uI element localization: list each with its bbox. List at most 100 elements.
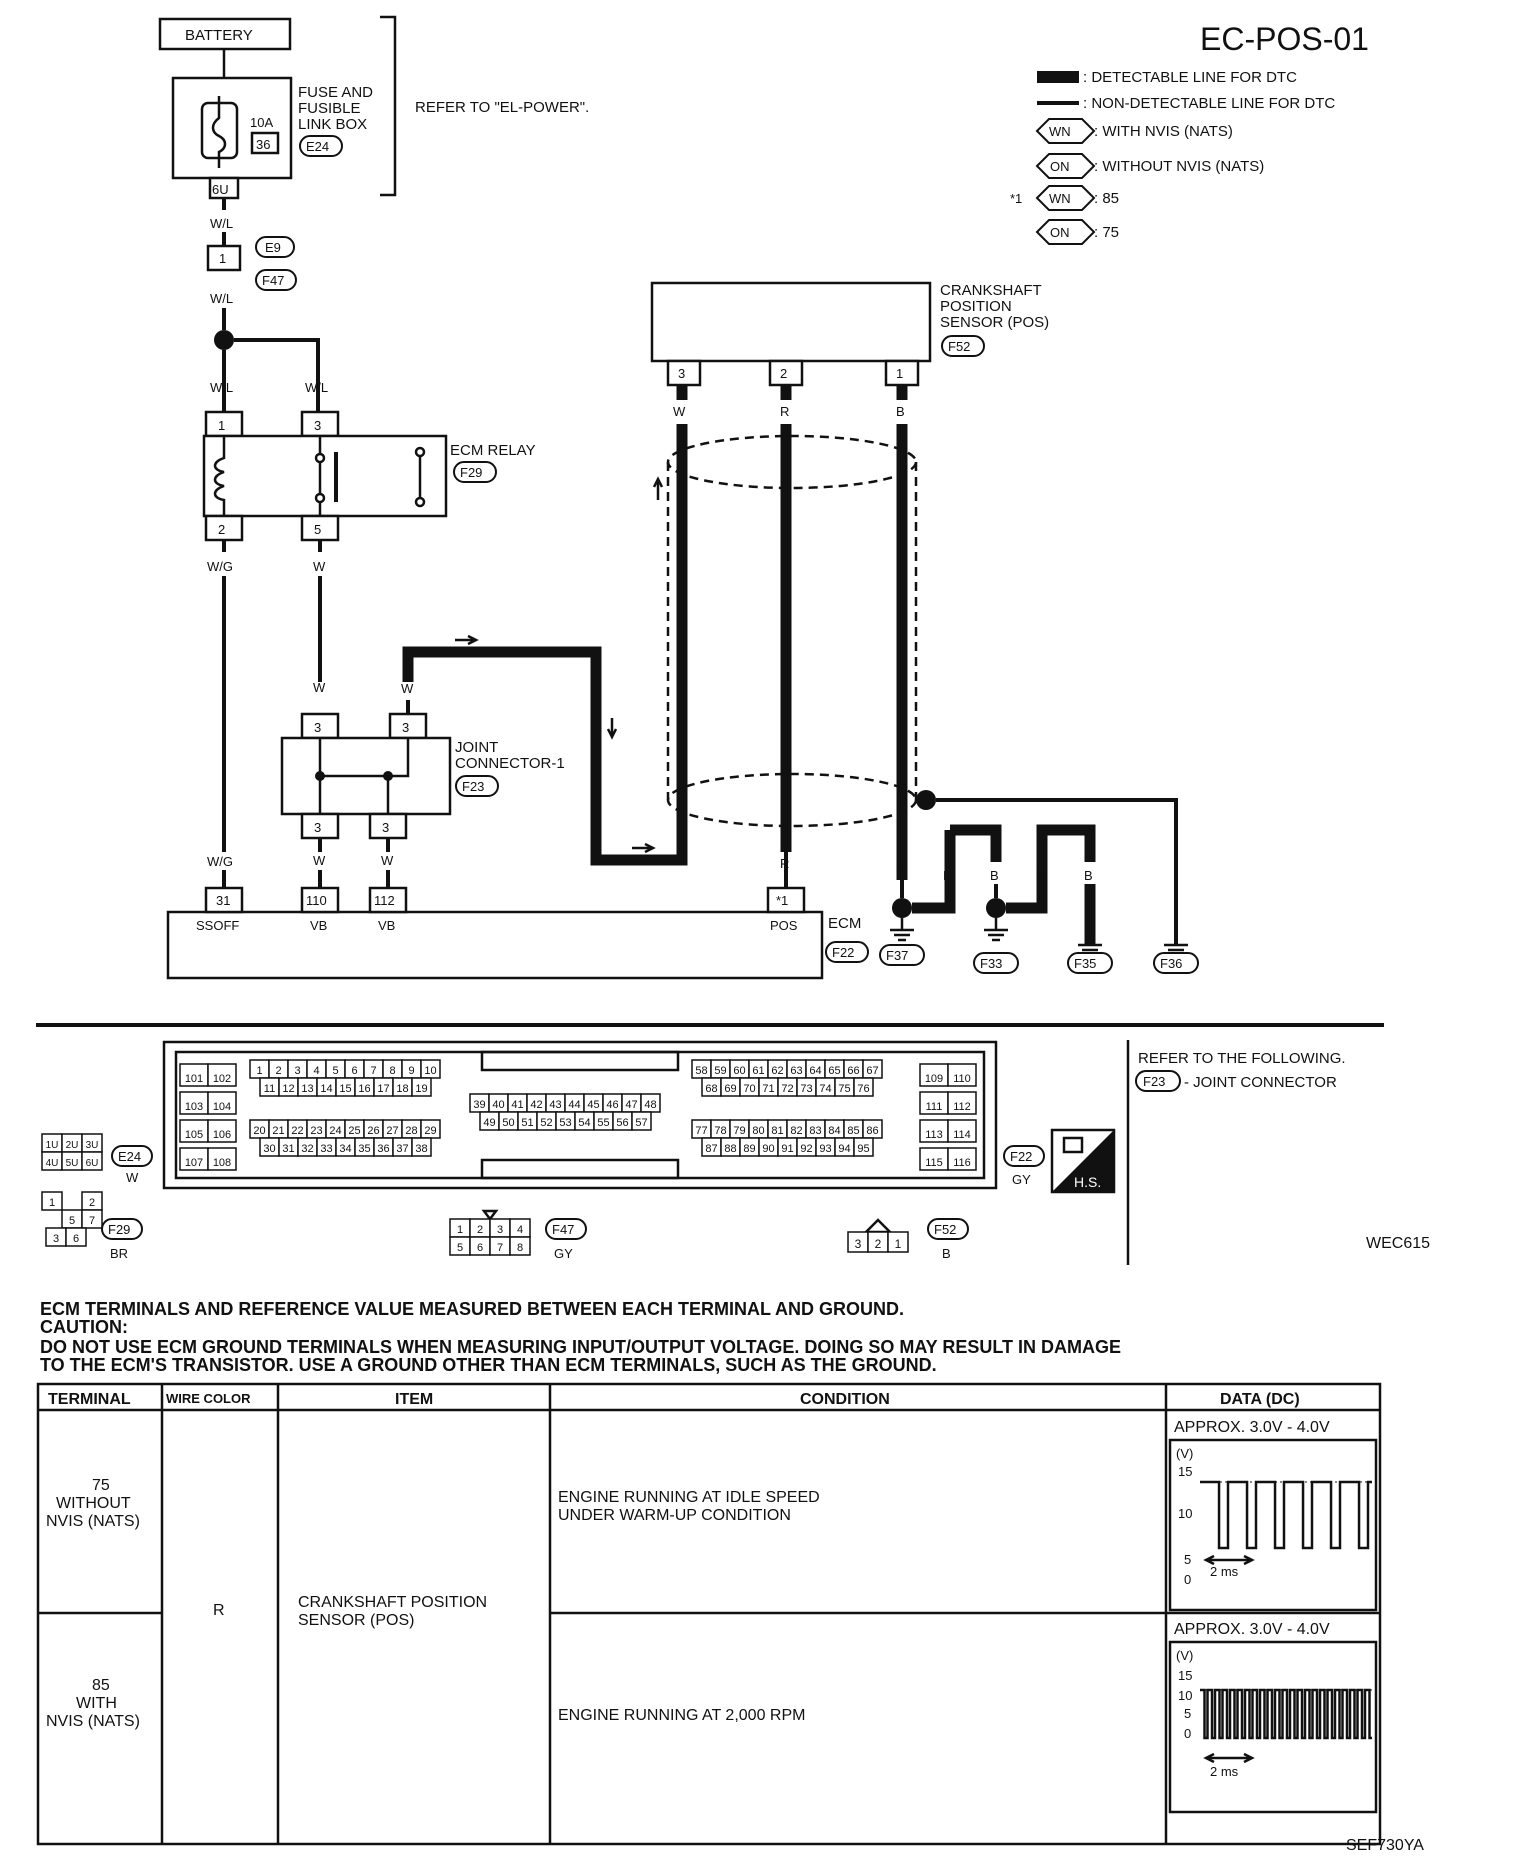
f47-pin: 8 [509, 1236, 531, 1256]
svg-text:1U: 1U [46, 1140, 59, 1151]
wire-label-b-4: B [990, 868, 999, 883]
svg-text:80: 80 [752, 1125, 764, 1137]
joint-connector-1: 3 3 3 3 [280, 712, 452, 840]
ecm-pin: 53 [555, 1111, 576, 1131]
ground-symbol-f33: F33 [973, 918, 1019, 974]
f29-pin: 7 [81, 1209, 103, 1229]
shield [666, 434, 918, 828]
svg-text:F22: F22 [832, 945, 854, 960]
ecm-pin: 29 [420, 1119, 441, 1139]
ecm-relay-connector: F29 [453, 461, 497, 483]
f47-pin: 5 [449, 1236, 471, 1256]
svg-text:2: 2 [218, 522, 225, 537]
svg-text:10: 10 [1178, 1688, 1192, 1703]
svg-text:VB: VB [310, 918, 327, 933]
svg-text:108: 108 [213, 1157, 231, 1169]
svg-text:13: 13 [301, 1083, 313, 1095]
svg-text:F37: F37 [886, 948, 908, 963]
svg-text:36: 36 [377, 1143, 389, 1155]
svg-text:2U: 2U [66, 1140, 79, 1151]
svg-text:15: 15 [1178, 1668, 1192, 1683]
svg-text:103: 103 [185, 1101, 203, 1113]
svg-text:46: 46 [606, 1099, 618, 1111]
row1-data: APPROX. 3.0V - 4.0V [1174, 1419, 1330, 1436]
ecm-pin: 6 [344, 1059, 365, 1079]
ecm-pin: 45 [583, 1093, 604, 1113]
ecm-pin: 112 [947, 1091, 977, 1115]
svg-text:7: 7 [89, 1215, 95, 1227]
ecm-pin: 10 [420, 1059, 441, 1079]
svg-text:19: 19 [415, 1083, 427, 1095]
svg-text:115: 115 [925, 1157, 943, 1169]
ecm-pin: 2 [268, 1059, 289, 1079]
svg-text:5: 5 [457, 1242, 463, 1254]
ecm-pin: 35 [354, 1137, 375, 1157]
wire-label-b-1: B [896, 404, 905, 419]
wire-label-wl-3: W/L [210, 380, 233, 395]
e24-pin: 3U [81, 1133, 103, 1153]
svg-text:110: 110 [953, 1073, 971, 1085]
ecm-pin: 68 [701, 1077, 722, 1097]
row2-terminal-3: NVIS (NATS) [46, 1713, 140, 1730]
f29-pin: 6 [65, 1227, 87, 1247]
row1-condition-1: ENGINE RUNNING AT IDLE SPEED [558, 1489, 820, 1506]
svg-text:1: 1 [219, 251, 226, 266]
ecm-pin: 104 [207, 1091, 237, 1115]
svg-text:3U: 3U [86, 1140, 99, 1151]
ecm-pin: 113 [919, 1119, 949, 1143]
ecm-pin: 3 [287, 1059, 308, 1079]
ecm-pin: 72 [777, 1077, 798, 1097]
fuse-box: 10A 36 6U [171, 76, 293, 200]
svg-text:38: 38 [415, 1143, 427, 1155]
ecm-pin: 8 [382, 1059, 403, 1079]
svg-text:22: 22 [291, 1125, 303, 1137]
waveform-idle: (V) 15 10 5 0 2 ms [1168, 1438, 1378, 1612]
ecm-pin: 16 [354, 1077, 375, 1097]
bottom-id: SEF730YA [1346, 1837, 1424, 1854]
legend-thick-line [1037, 71, 1079, 83]
wire-label-b-6: B [1084, 868, 1093, 883]
svg-text:116: 116 [953, 1157, 971, 1169]
ecm-pin: 75 [834, 1077, 855, 1097]
svg-text:73: 73 [800, 1083, 812, 1095]
ecm-pin: 105 [179, 1119, 209, 1143]
svg-text:2: 2 [275, 1065, 281, 1077]
ecm-pin: 7 [363, 1059, 384, 1079]
refer-connector-f23: F23 [1135, 1070, 1181, 1092]
svg-text:43: 43 [549, 1099, 561, 1111]
svg-text:77: 77 [695, 1125, 707, 1137]
svg-text:3: 3 [53, 1233, 59, 1245]
header-terminal: TERMINAL [48, 1391, 131, 1408]
svg-text:7: 7 [370, 1065, 376, 1077]
wire-label-r-2: R [780, 856, 789, 871]
svg-text:54: 54 [578, 1117, 590, 1129]
svg-text:47: 47 [625, 1099, 637, 1111]
ecm-pin: 60 [729, 1059, 750, 1079]
wire-label-w-6: W [673, 404, 686, 419]
ecm-pin: 90 [758, 1137, 779, 1157]
svg-text:3: 3 [314, 720, 321, 735]
svg-text:67: 67 [866, 1065, 878, 1077]
svg-text:2 ms: 2 ms [1210, 1564, 1239, 1579]
svg-text:83: 83 [809, 1125, 821, 1137]
svg-text:0: 0 [1184, 1726, 1191, 1741]
row2-condition-1: ENGINE RUNNING AT 2,000 RPM [558, 1707, 805, 1724]
ecm-relay-label: ECM RELAY [450, 442, 536, 459]
ecm-pin: 73 [796, 1077, 817, 1097]
ecm-pin: 49 [479, 1111, 500, 1131]
ecm-pin: 82 [786, 1119, 807, 1139]
svg-text:F47: F47 [262, 273, 284, 288]
svg-text:15: 15 [1178, 1464, 1192, 1479]
wire-label-wl-2: W/L [210, 291, 233, 306]
svg-text:79: 79 [733, 1125, 745, 1137]
notes-line-2: TO THE ECM'S TRANSISTOR. USE A GROUND OT… [40, 1355, 937, 1375]
svg-text:1: 1 [457, 1224, 463, 1236]
svg-text:W: W [126, 1170, 139, 1185]
fuse-label-2: FUSIBLE [298, 100, 361, 117]
pos-signal-w-wire [402, 424, 688, 866]
ecm-pin: 46 [602, 1093, 623, 1113]
ecm-pin: 36 [373, 1137, 394, 1157]
svg-text:2 ms: 2 ms [1210, 1764, 1239, 1779]
f47-connector-tag: F47 GY [545, 1218, 587, 1261]
joint-label-1: JOINT [455, 739, 498, 756]
